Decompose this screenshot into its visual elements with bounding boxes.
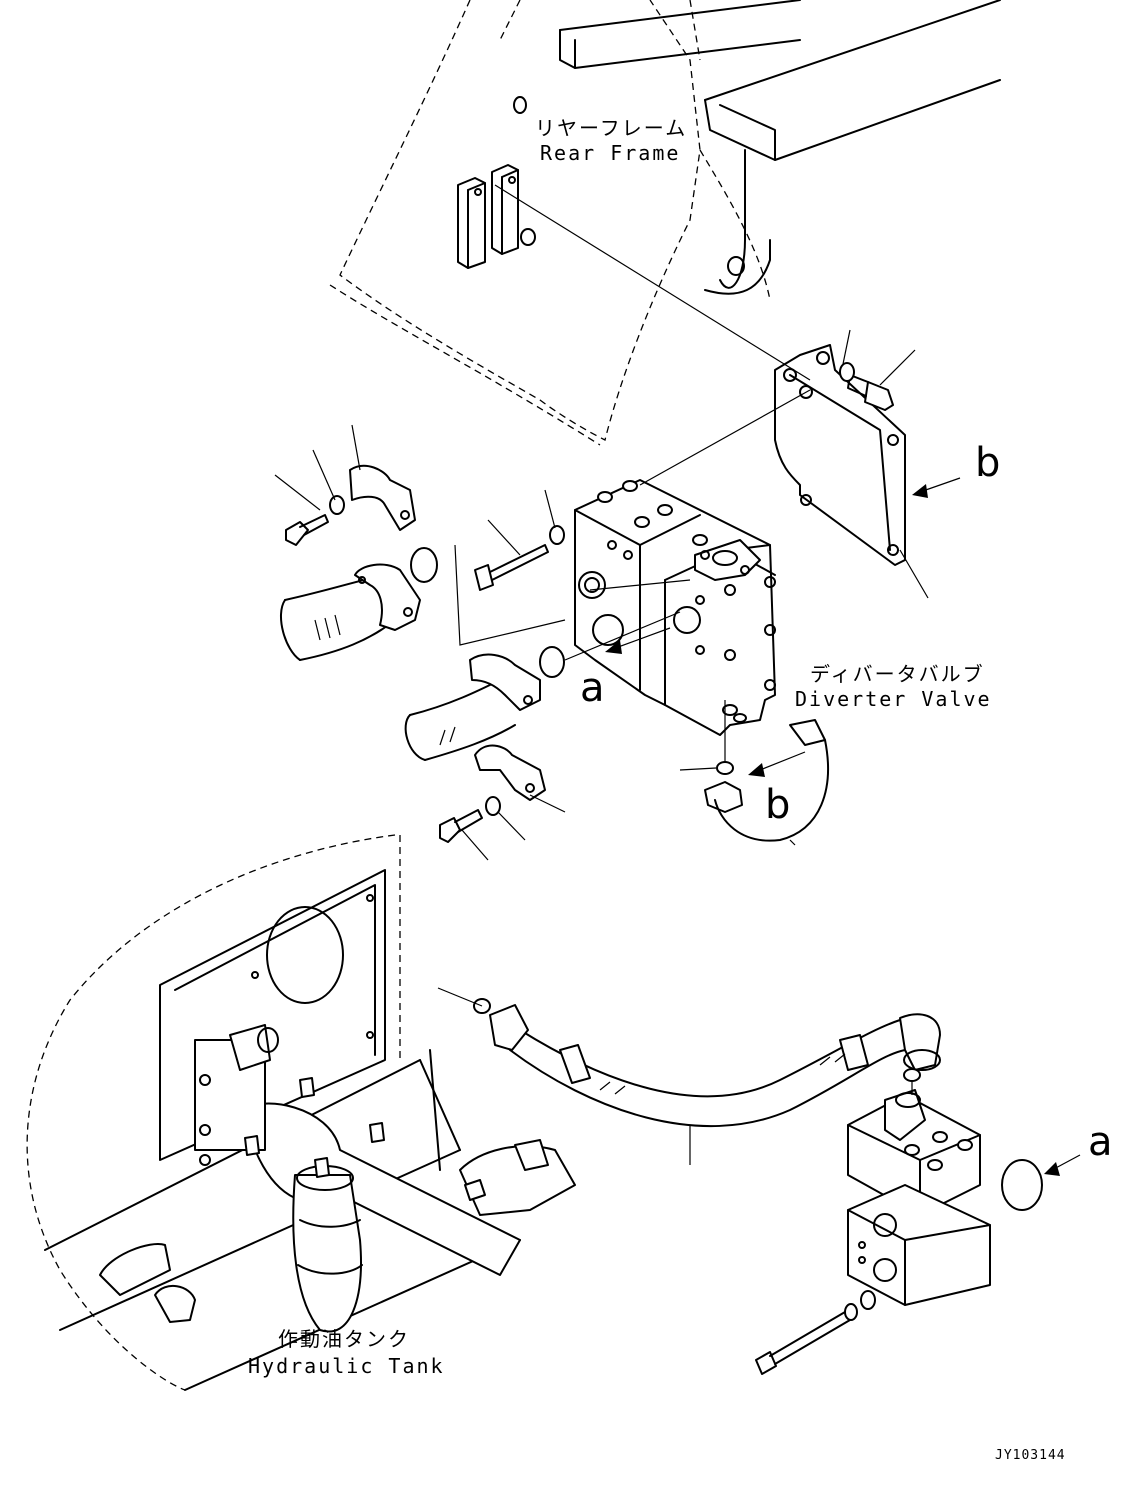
hydraulic-tank-label-jp: 作動油タンク <box>278 1327 410 1351</box>
upper-o-ring <box>410 547 438 583</box>
upper-clamp-half-lower <box>354 563 421 631</box>
marker-b-plate: b <box>975 440 1001 486</box>
rear-frame-beams <box>559 0 1001 295</box>
upper-clamp-bolt <box>285 514 329 546</box>
hose-o-ring-right <box>903 1068 921 1082</box>
rear-frame-label-en: Rear Frame <box>540 141 681 165</box>
drawing-code: JY103144 <box>995 1448 1066 1463</box>
lower-clamp-upper <box>469 653 541 711</box>
tank-pipe-assembly <box>99 1024 576 1333</box>
upper-clamp-half-upper <box>349 464 416 531</box>
diverter-valve-label-jp: ディバータバルブ <box>810 662 985 686</box>
leader-lines <box>274 184 929 1165</box>
lower-clamp-bolt <box>439 809 483 843</box>
lower-clamp-washer <box>485 796 501 816</box>
long-bolt <box>474 544 549 591</box>
marker-a-bottom: a <box>1088 1119 1113 1165</box>
direction-arrows <box>605 477 1081 1176</box>
lower-o-ring <box>539 646 565 678</box>
hydraulic-tank-label-en: Hydraulic Tank <box>248 1354 445 1378</box>
hydraulic-hose <box>489 1004 941 1128</box>
rear-frame-outline <box>329 0 771 446</box>
lower-clamp-lower <box>474 744 546 801</box>
hydraulic-tank-outline <box>26 834 401 1391</box>
mounting-plate <box>774 344 906 566</box>
diverter-valve <box>574 479 776 736</box>
diverter-valve-label-en: Diverter Valve <box>795 687 992 711</box>
plate-washer <box>839 362 855 382</box>
long-bolt-washer <box>549 525 565 545</box>
tank-plate <box>159 869 386 1161</box>
marker-a-valve: a <box>580 665 605 711</box>
valve-detail <box>847 1089 1043 1306</box>
upper-clamp-washer <box>329 495 345 515</box>
pressure-sensor <box>704 719 829 842</box>
rear-frame-label-jp: リヤーフレーム <box>535 116 688 140</box>
marker-b-sensor: b <box>765 782 791 828</box>
valve-detail-bolt <box>755 1290 876 1375</box>
